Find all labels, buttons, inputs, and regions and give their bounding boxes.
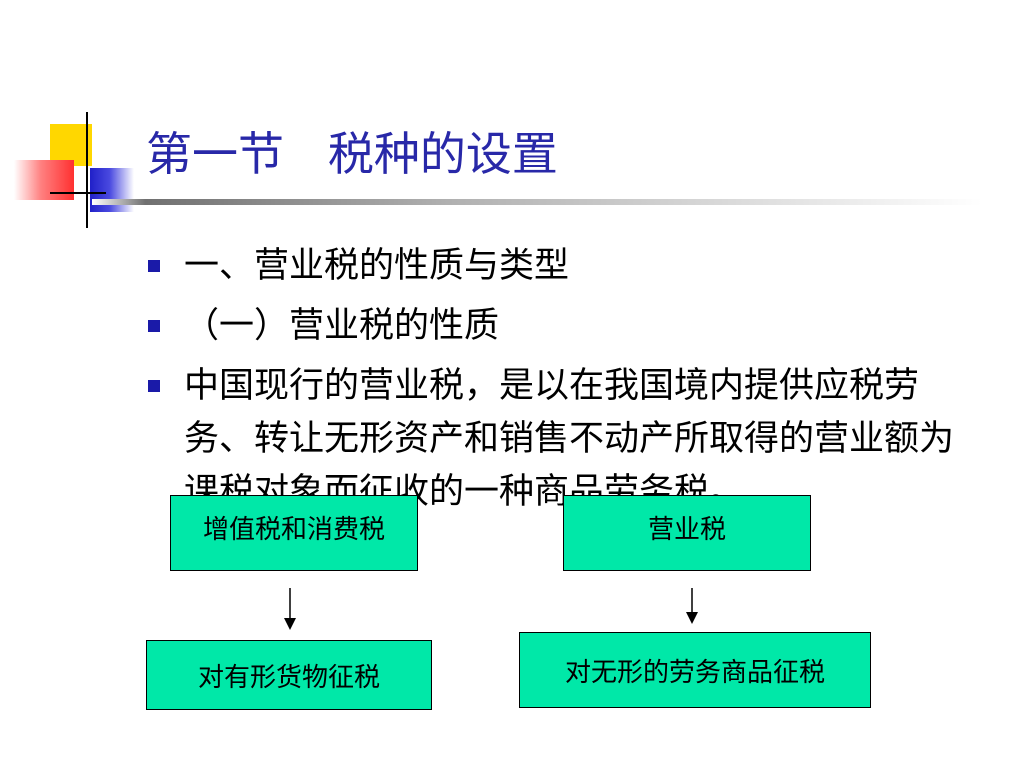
bullet-item: 一、营业税的性质与类型 — [148, 240, 968, 293]
bullet-square-icon — [148, 260, 160, 272]
title-underline-rule — [92, 199, 982, 205]
box-business-tax: 营业税 — [563, 495, 811, 571]
box-label: 对无形的劳务商品征税 — [564, 657, 825, 688]
bullet-text: 一、营业税的性质与类型 — [184, 246, 570, 286]
box-vat-consumption-tax: 增值税和消费税 — [170, 495, 418, 571]
bullet-text: 中国现行的营业税，是以在我国境内提供应税劳务、转让无形资产和销售不动产所取得的营… — [184, 366, 955, 512]
box-tangible-goods-tax: 对有形货物征税 — [146, 640, 432, 710]
bullet-square-icon — [148, 380, 160, 392]
box-label: 对有形货物征税 — [197, 662, 380, 693]
box-label: 增值税和消费税 — [202, 514, 385, 545]
box-label: 营业税 — [647, 514, 726, 545]
box-intangible-services-tax: 对无形的劳务商品征税 — [519, 632, 871, 708]
decor-horizontal-line — [50, 192, 106, 194]
bullet-list: 一、营业税的性质与类型 （一）营业税的性质 中国现行的营业税，是以在我国境内提供… — [148, 240, 968, 526]
decor-vertical-line — [86, 112, 88, 228]
bullet-square-icon — [148, 320, 160, 332]
bullet-item: 中国现行的营业税，是以在我国境内提供应税劳务、转让无形资产和销售不动产所取得的营… — [148, 360, 968, 519]
bullet-item: （一）营业税的性质 — [148, 300, 968, 353]
slide-title: 第一节 税种的设置 — [146, 127, 558, 181]
bullet-text: （一）营业税的性质 — [184, 306, 500, 346]
decor-yellow-square — [50, 124, 92, 166]
